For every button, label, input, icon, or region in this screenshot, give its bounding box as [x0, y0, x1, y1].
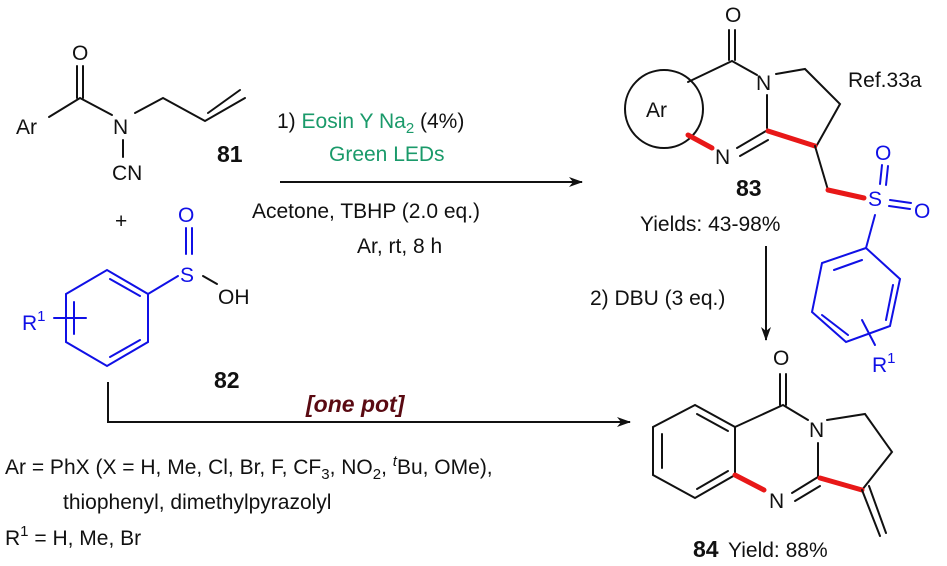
atom-oh: OH [218, 286, 250, 309]
bond [814, 145, 829, 191]
yield-83: Yields: 43-98% [640, 213, 780, 236]
atom-ar: Ar [16, 116, 37, 139]
bond [826, 412, 894, 491]
atom-s: S [180, 264, 194, 287]
imine-double-bond [791, 476, 821, 502]
substrate-scope-notes: Ar = PhX (X = H, Me, Cl, Br, F, CF3, NO2… [5, 453, 493, 550]
atom-n: N [113, 116, 128, 139]
benzene-ring [652, 403, 736, 500]
compound-81: Ar O N CN 81 [16, 42, 246, 185]
r1-scope-line: R1 = H, Me, Br [5, 523, 141, 550]
one-pot-arrow [107, 382, 631, 427]
sulfinyl-double-bond [185, 227, 193, 255]
new-bond-highlight [732, 472, 767, 493]
step1-conditions-line2: Ar, rt, 8 h [357, 235, 442, 258]
atom-n2: N [715, 146, 730, 169]
compound-number-82: 82 [214, 367, 240, 393]
atom-r: R1 [872, 350, 896, 377]
new-bond-highlight [685, 132, 715, 151]
yield-84: Yield: 88% [728, 539, 828, 562]
carbonyl-bond [76, 65, 84, 99]
bond [775, 67, 842, 146]
step1-light-source: Green LEDs [329, 143, 445, 166]
step1-conditions-line1: Acetone, TBHP (2.0 eq.) [252, 200, 480, 223]
benzene-ring [810, 246, 902, 344]
new-bond-highlight [765, 128, 818, 149]
bond [865, 214, 876, 249]
carbonyl-bond [728, 29, 736, 61]
bond [734, 403, 809, 428]
atom-n1: N [809, 419, 824, 442]
compound-83: Ar O N N 83 Yields: 43-98% Ref.33a S O O… [624, 4, 930, 377]
new-bond-highlight [817, 475, 865, 493]
atom-cn: CN [112, 162, 142, 185]
compound-number-83: 83 [736, 175, 762, 201]
alkene-bond [207, 89, 241, 114]
compound-number-81: 81 [217, 141, 243, 167]
bond [134, 96, 246, 123]
new-bond-highlight [825, 187, 867, 201]
atom-n2: N [769, 490, 784, 513]
ar-scope-line1: Ar = PhX (X = H, Me, Cl, Br, F, CF3, NO2… [5, 453, 493, 483]
atom-o: O [773, 347, 789, 370]
sulfonyl-double-bond [888, 199, 912, 210]
ring-double-bond [821, 259, 894, 336]
atom-r: R1 [22, 308, 46, 335]
carbonyl-bond [779, 373, 787, 406]
step1-conditions: 1) Eosin Y Na2 (4%) Green LEDs Acetone, … [252, 110, 583, 258]
compound-84: O N N 84 Yield: 88% [652, 347, 894, 562]
plus-sign: + [115, 210, 127, 233]
atom-n1: N [756, 72, 771, 95]
bond [48, 96, 113, 118]
atom-so2: O [914, 200, 930, 223]
aryl-ring-circle [624, 69, 704, 149]
step1-line1: 1) Eosin Y Na2 (4%) [277, 110, 464, 137]
imine-double-bond [736, 130, 769, 157]
exocyclic-double-bond [861, 485, 887, 537]
compound-number-84: 84 [693, 536, 719, 562]
reference-label: Ref.33a [848, 69, 922, 92]
atom-ar: Ar [646, 99, 667, 122]
r1-substituent-bond [861, 319, 876, 346]
benzene-ring [65, 268, 149, 368]
ar-scope-line2: thiophenyl, dimethylpyrazolyl [63, 491, 331, 514]
atom-o: O [72, 42, 88, 65]
sulfonyl-double-bond [879, 164, 889, 186]
atom-o: O [178, 204, 194, 227]
step2-conditions: 2) DBU (3 eq.) [590, 287, 725, 310]
bond [147, 275, 179, 295]
atom-o: O [725, 4, 741, 27]
one-pot-label: [one pot] [305, 391, 406, 417]
compound-82: O S OH R1 82 [22, 204, 250, 393]
bond [687, 59, 758, 83]
bond [202, 275, 218, 285]
ring-double-bond [661, 413, 729, 490]
atom-so1: O [875, 142, 891, 165]
atom-s: S [868, 188, 882, 211]
